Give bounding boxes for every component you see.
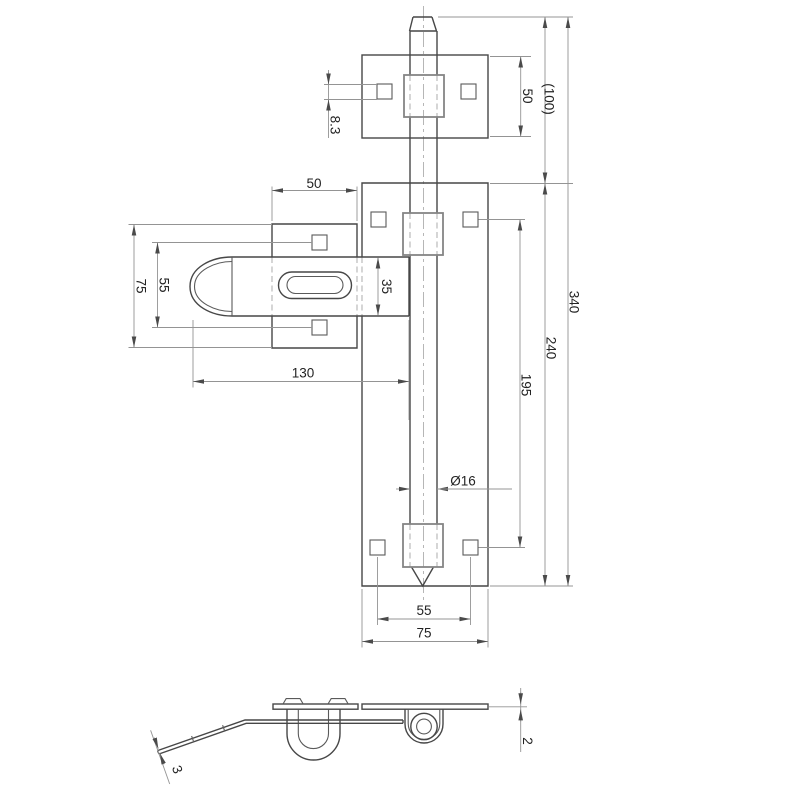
- dim-hole-spacing-vertical: 195: [519, 374, 534, 397]
- hasp-tip-inner: [193, 260, 233, 313]
- dim-keeper-plate-height: 50: [520, 88, 535, 103]
- dim-arm-thickness-group: 3: [150, 730, 186, 785]
- hasp-slot-outer: [277, 271, 353, 300]
- dim-arm-length: 130: [292, 366, 315, 381]
- dim-overall-height: 340: [567, 291, 582, 314]
- hasp-hole-bottom: [311, 319, 328, 336]
- plate-hole-top-left: [370, 211, 387, 228]
- keeper-hole-left: [376, 83, 393, 100]
- dim-square-hole: 8.3: [328, 116, 343, 135]
- hasp-arm-profile: [156, 719, 404, 755]
- front-view: 8.3 50 (100) 340 240 195 50 75 55 35 130…: [128, 6, 582, 648]
- hasp-plate-edge: [272, 703, 359, 710]
- plate-hole-top-right: [462, 211, 479, 228]
- staple: [282, 698, 349, 761]
- plate-hole-bottom-left: [369, 539, 386, 556]
- dim-plate-thickness-group: 2: [489, 688, 535, 752]
- guide-sleeve-top: [403, 74, 445, 118]
- hasp-slot-inner: [286, 275, 344, 295]
- guide-sleeve-upper: [402, 212, 444, 256]
- keeper-hole-right: [460, 83, 477, 100]
- hasp-plate: [271, 223, 358, 349]
- dim-ref-overall: (100): [542, 83, 557, 115]
- plate-hole-bottom-right: [462, 539, 479, 556]
- main-plate: [361, 182, 489, 587]
- bolt-rod: [408, 16, 438, 588]
- dimension-lines: [131, 17, 571, 644]
- extension-lines: [128, 16, 573, 648]
- bolt-section-outer: [410, 712, 438, 741]
- dim-hasp-plate-width: 50: [306, 176, 321, 191]
- dim-rod-diameter: Ø16: [450, 474, 476, 489]
- hasp-tip-outer: [189, 256, 233, 317]
- main-plate-edge: [361, 703, 489, 710]
- dim-hasp-hole-spacing: 55: [157, 277, 172, 292]
- guide-sleeve-lower: [402, 523, 444, 568]
- bolt-tip-point: [410, 566, 435, 588]
- hasp-arm: [189, 256, 410, 317]
- bolt-section-inner: [416, 718, 432, 735]
- bolt-guide-section: [404, 709, 444, 744]
- dim-arm-thickness: 3: [169, 763, 186, 775]
- dim-plate-thickness: 2: [520, 737, 535, 745]
- keeper-plate: [361, 54, 489, 139]
- hasp-hole-top: [311, 234, 328, 251]
- dim-hasp-plate-height: 75: [134, 278, 149, 293]
- dimension-labels: 8.3 50 (100) 340 240 195 50 75 55 35 130…: [134, 83, 582, 640]
- side-view: 2 3: [150, 688, 535, 785]
- dim-bottom-hole-spacing: 55: [416, 603, 431, 618]
- dim-plate-height: 240: [544, 337, 559, 360]
- bolt-rod-hidden-lines: [409, 75, 438, 567]
- dim-plate-width: 75: [416, 626, 431, 641]
- dim-arm-width: 35: [379, 279, 394, 294]
